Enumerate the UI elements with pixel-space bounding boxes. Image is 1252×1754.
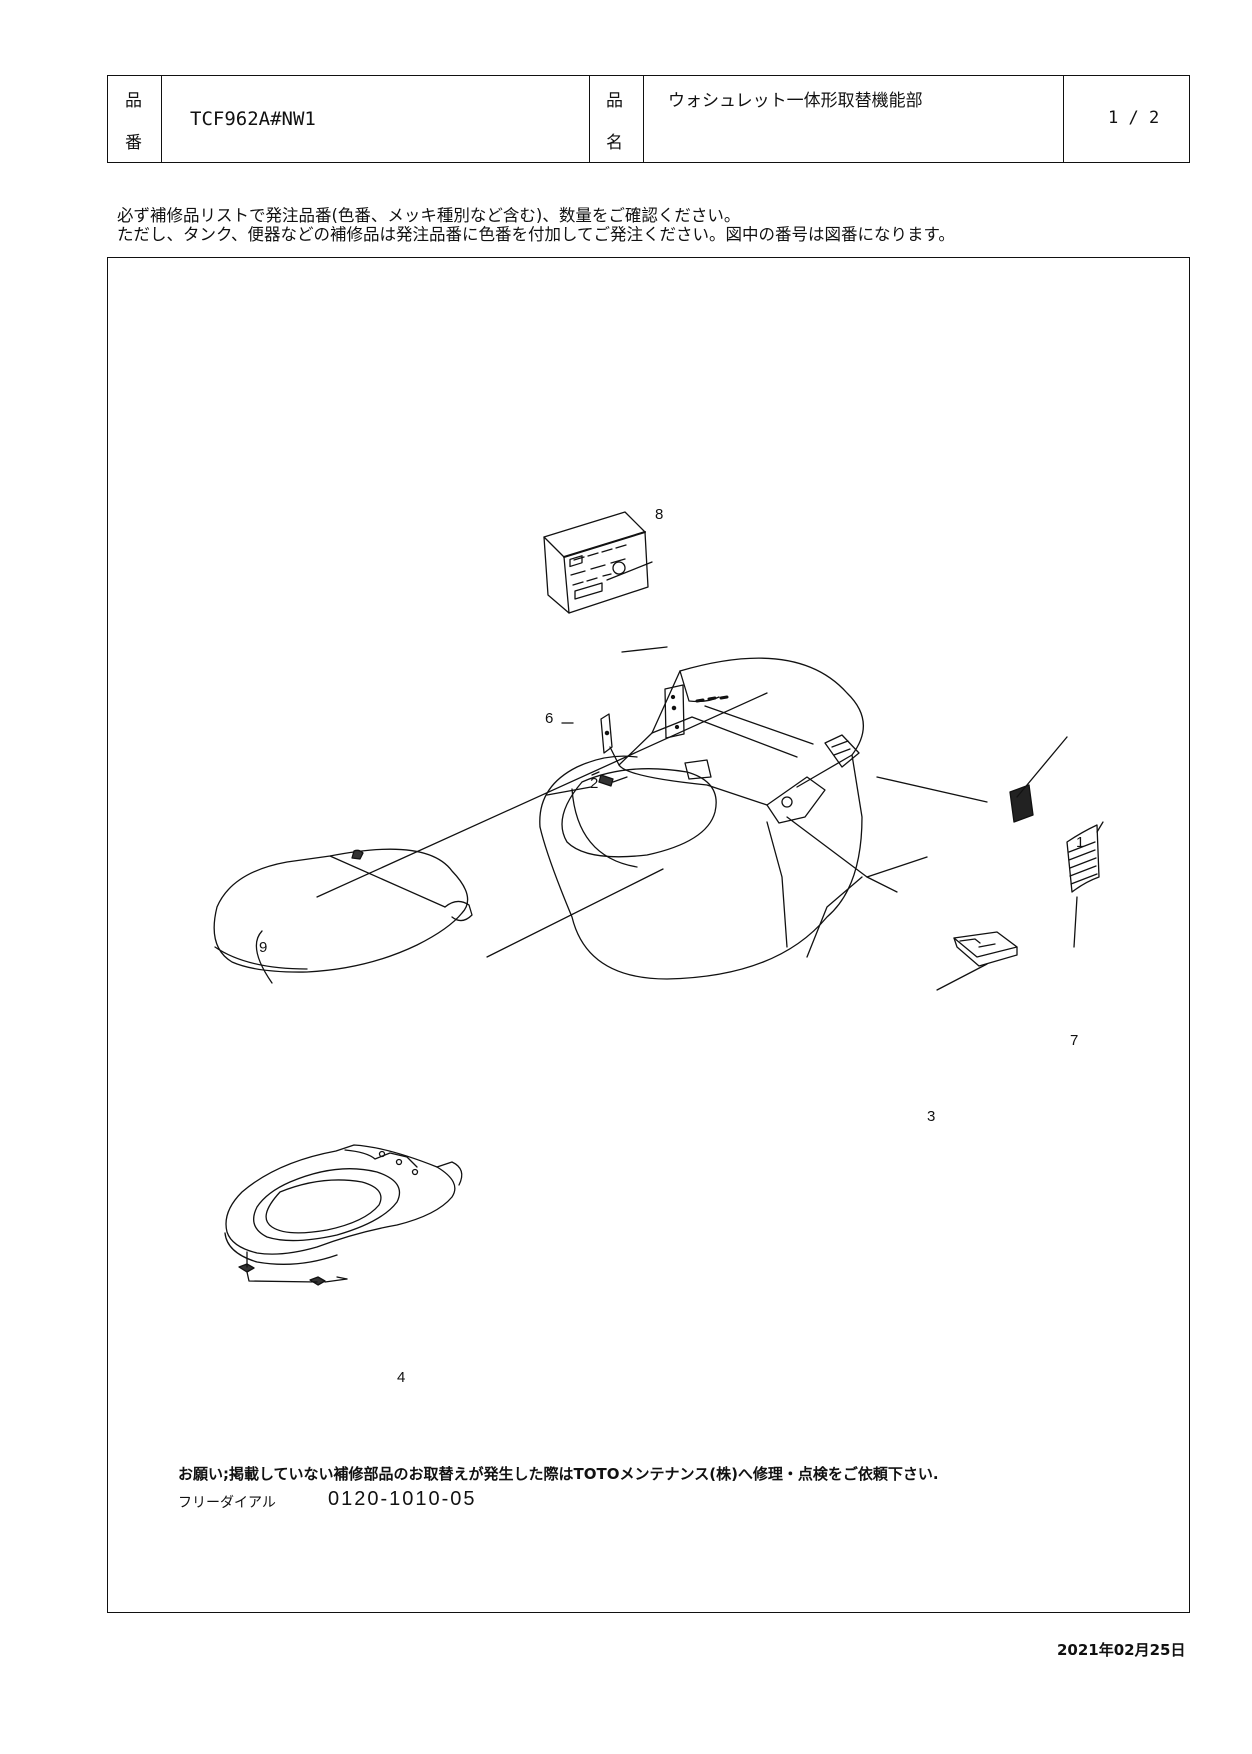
callout-2: 2 xyxy=(590,775,598,792)
callout-6: 6 xyxy=(545,710,553,727)
freedial-number: 0120-1010-05 xyxy=(328,1488,477,1510)
callout-7: 7 xyxy=(1070,1032,1078,1049)
note-line: ただし、タンク、便器などの補修品は発注品番に色番を付加してご発注ください。図中の… xyxy=(117,225,955,244)
toilet-seat-part xyxy=(224,1144,463,1265)
callout-8: 8 xyxy=(655,506,663,523)
callout-3: 3 xyxy=(927,1108,935,1125)
part-no-label: 番 xyxy=(125,133,142,153)
cap-part xyxy=(1009,784,1034,823)
header-table: 品 番 TCF962A#NW1 品 名 ウォシュレット一体形取替機能部 1 / … xyxy=(107,75,1190,163)
screw-part xyxy=(598,774,614,787)
part-name-label: 品 xyxy=(606,91,623,111)
part-name: ウォシュレット一体形取替機能部 xyxy=(668,91,923,111)
callout-4: 4 xyxy=(397,1369,405,1386)
part-name-label: 名 xyxy=(606,133,623,153)
repair-request-note: お願い;掲載していない補修部品のお取替えが発生した際はTOTOメンテナンス(株)… xyxy=(178,1465,939,1483)
remote-control-part xyxy=(543,511,649,614)
grille-part xyxy=(1066,824,1100,893)
toilet-lid-part xyxy=(213,848,473,973)
callout-9: 9 xyxy=(259,939,267,956)
plate-part xyxy=(953,931,1018,967)
part-number: TCF962A#NW1 xyxy=(190,108,316,130)
issue-date: 2021年02月25日 xyxy=(1057,1641,1186,1659)
divider xyxy=(643,76,644,162)
callout-1: 1 xyxy=(1076,834,1084,851)
order-notes: 必ず補修品リストで発注品番(色番、メッキ種別など含む)、数量をご確認ください。 … xyxy=(117,206,955,244)
bracket-part xyxy=(600,684,685,754)
diagram-frame xyxy=(107,257,1190,1613)
exploded-parts-diagram: 8 6 2 1 9 7 3 4 xyxy=(213,506,1104,1386)
note-line: 必ず補修品リストで発注品番(色番、メッキ種別など含む)、数量をご確認ください。 xyxy=(117,206,741,225)
freedial-label: フリーダイアル xyxy=(178,1495,276,1511)
divider xyxy=(1063,76,1064,162)
page-indicator: 1 / 2 xyxy=(1108,108,1160,128)
leader-lines xyxy=(246,561,1104,1283)
toilet-body xyxy=(539,657,865,980)
divider xyxy=(589,76,590,162)
part-no-label: 品 xyxy=(125,91,142,111)
freedial-line: フリーダイアル 0120-1010-05 xyxy=(178,1488,475,1512)
bumper-part xyxy=(238,1263,326,1286)
divider xyxy=(161,76,162,162)
